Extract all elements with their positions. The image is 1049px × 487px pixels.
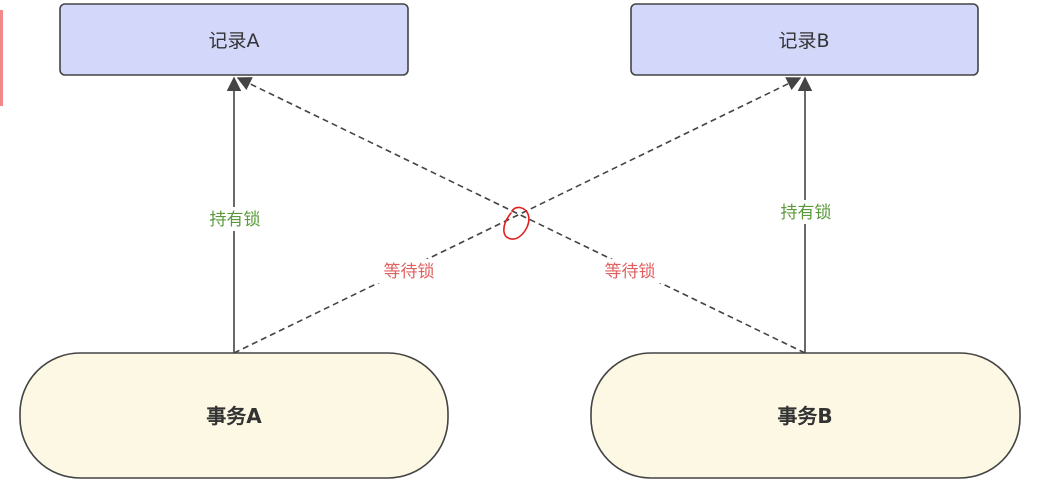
wait-lock-b-label: 等待锁 <box>605 262 656 282</box>
record-b-label: 记录B <box>778 30 829 52</box>
hold-lock-b-label-bg <box>769 200 843 224</box>
wait-lock-a-label: 等待锁 <box>384 262 435 282</box>
hold-lock-a-label-bg <box>198 207 272 231</box>
left-edge-mark <box>0 10 3 106</box>
record-b-node[interactable]: 记录B <box>630 3 979 76</box>
wait-lock-b-arrow <box>236 77 806 354</box>
wait-lock-a-arrow <box>233 77 802 354</box>
transaction-b-label: 事务B <box>777 404 832 428</box>
transaction-a-label: 事务A <box>206 404 262 428</box>
transaction-b-node[interactable]: 事务B <box>590 352 1021 479</box>
hold-lock-b-label: 持有锁 <box>781 203 832 223</box>
deadlock-crossing-annotation <box>503 206 530 240</box>
transaction-a-node[interactable]: 事务A <box>19 352 449 479</box>
wait-lock-b-label-bg <box>594 259 666 283</box>
record-a-label: 记录A <box>209 30 260 52</box>
wait-lock-a-label-bg <box>373 259 445 283</box>
record-a-node[interactable]: 记录A <box>59 3 409 76</box>
hold-lock-a-label: 持有锁 <box>210 210 261 230</box>
